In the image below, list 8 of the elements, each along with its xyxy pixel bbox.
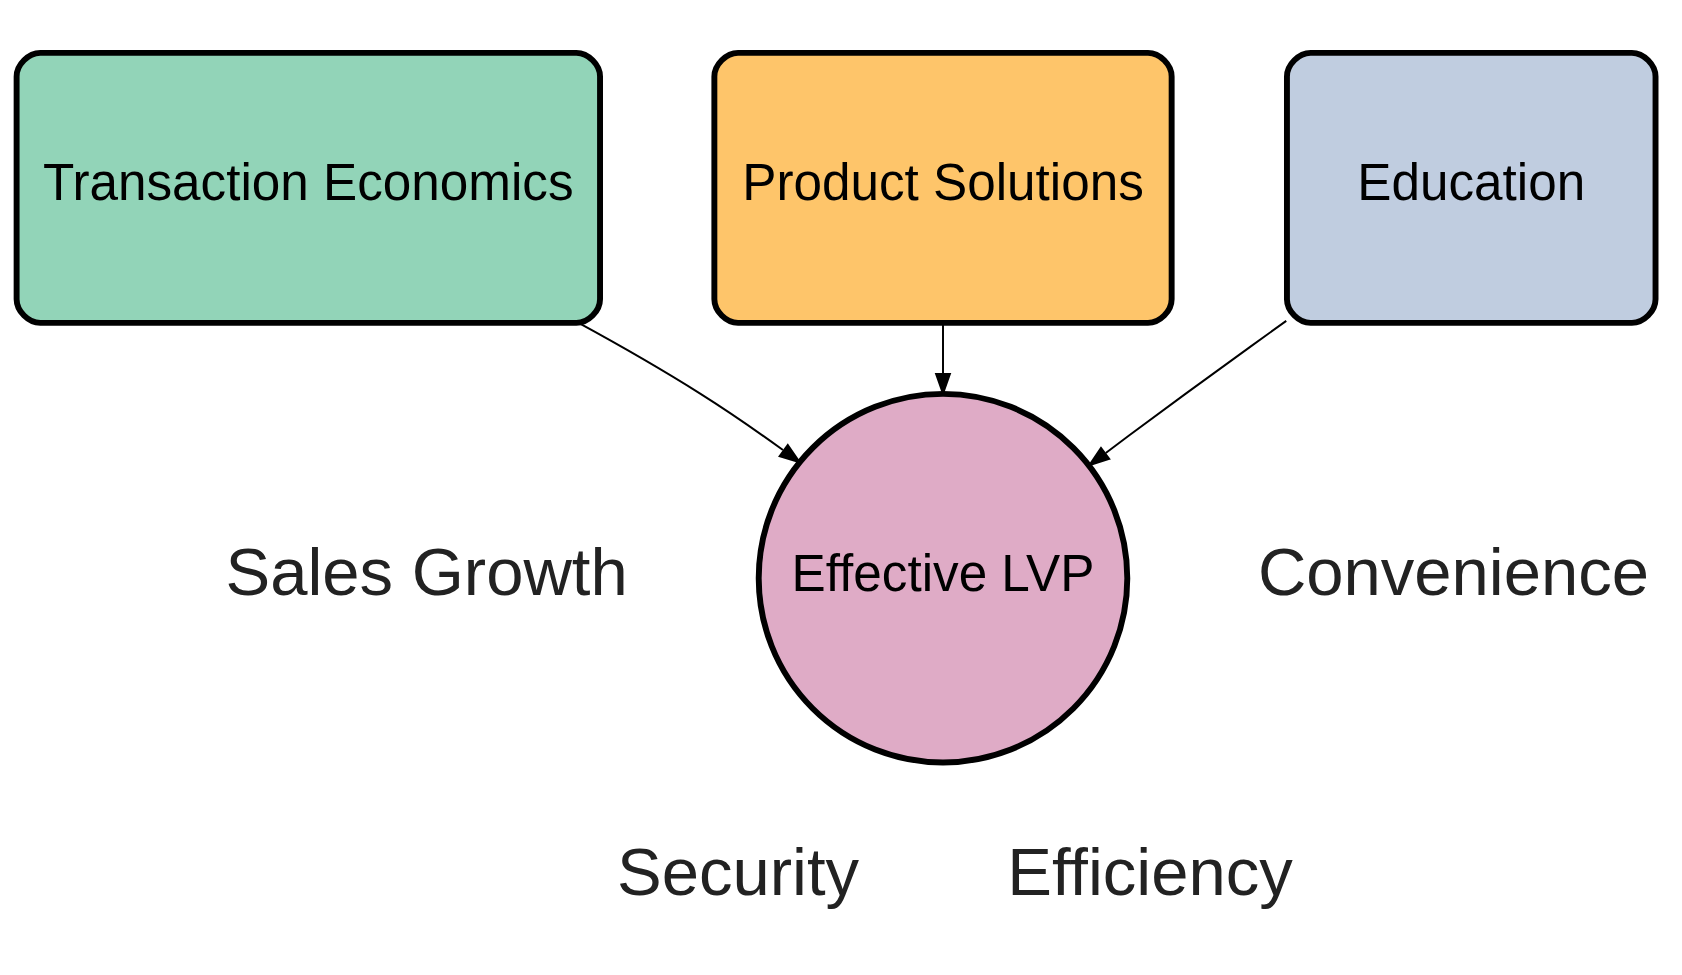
label: Efficiency <box>1007 833 1293 909</box>
node-box: Education <box>1284 49 1659 326</box>
node-box: Product Solutions <box>711 49 1175 326</box>
node-circle: Effective LVP <box>755 390 1131 766</box>
label: Sales Growth <box>225 534 628 610</box>
node-box: Transaction Economics <box>13 49 603 326</box>
label: Security <box>617 833 860 909</box>
label: Convenience <box>1257 534 1650 610</box>
